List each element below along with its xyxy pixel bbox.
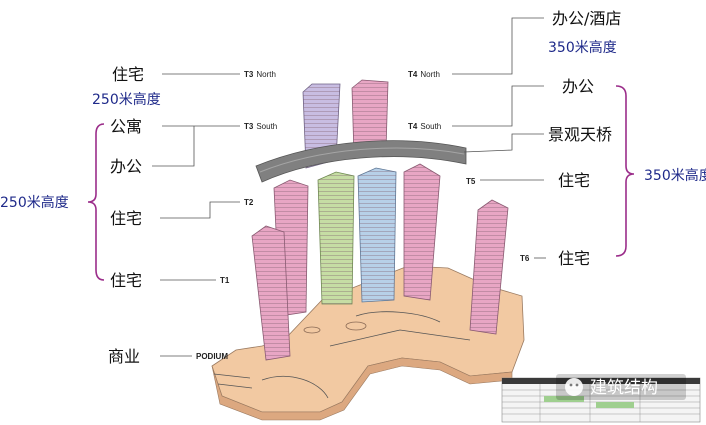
- label-height-350-right: 350米高度: [644, 167, 706, 184]
- label-t3-south-use-office: 办公: [110, 157, 142, 176]
- label-t4-north-use: 办公/酒店: [552, 9, 621, 28]
- label-t3-north-use: 住宅: [112, 65, 144, 84]
- label-podium-use: 商业: [108, 347, 140, 366]
- label-height-350-top: 350米高度: [548, 39, 617, 56]
- label-t6-use: 住宅: [558, 249, 590, 268]
- wechat-icon: [565, 378, 583, 396]
- label-bridge-use: 景观天桥: [548, 125, 612, 144]
- right-height-brace: [615, 85, 635, 257]
- inset-table-thumbnail: [501, 377, 701, 423]
- tag-t2: T2: [244, 198, 254, 207]
- tower-t5: [403, 163, 441, 301]
- label-t5-use: 住宅: [558, 171, 590, 190]
- left-leader-lines: [152, 73, 240, 357]
- tower-t4-south: [357, 167, 397, 303]
- label-t2-use: 住宅: [110, 209, 142, 228]
- tag-t5: T5: [466, 177, 476, 186]
- label-height-250-top: 250米高度: [92, 91, 161, 108]
- label-t4-south-use: 办公: [562, 77, 594, 96]
- label-t1-use: 住宅: [110, 271, 142, 290]
- watermark: 建筑结构: [556, 374, 686, 400]
- label-t3-south-use-apartment: 公寓: [110, 117, 142, 136]
- podium-building: [211, 265, 525, 421]
- tag-t6: T6: [520, 254, 530, 263]
- sky-bridge: [255, 140, 467, 183]
- left-height-brace: [87, 123, 105, 281]
- tower-t6: [469, 199, 509, 335]
- right-leader-lines: [452, 17, 546, 259]
- watermark-text: 建筑结构: [590, 378, 658, 398]
- tower-t3-south: [317, 171, 355, 305]
- tower-t1: [251, 225, 291, 361]
- tag-t1: T1: [220, 276, 230, 285]
- label-height-250-left: 250米高度: [0, 194, 69, 211]
- tag-podium: PODIUM: [196, 352, 228, 361]
